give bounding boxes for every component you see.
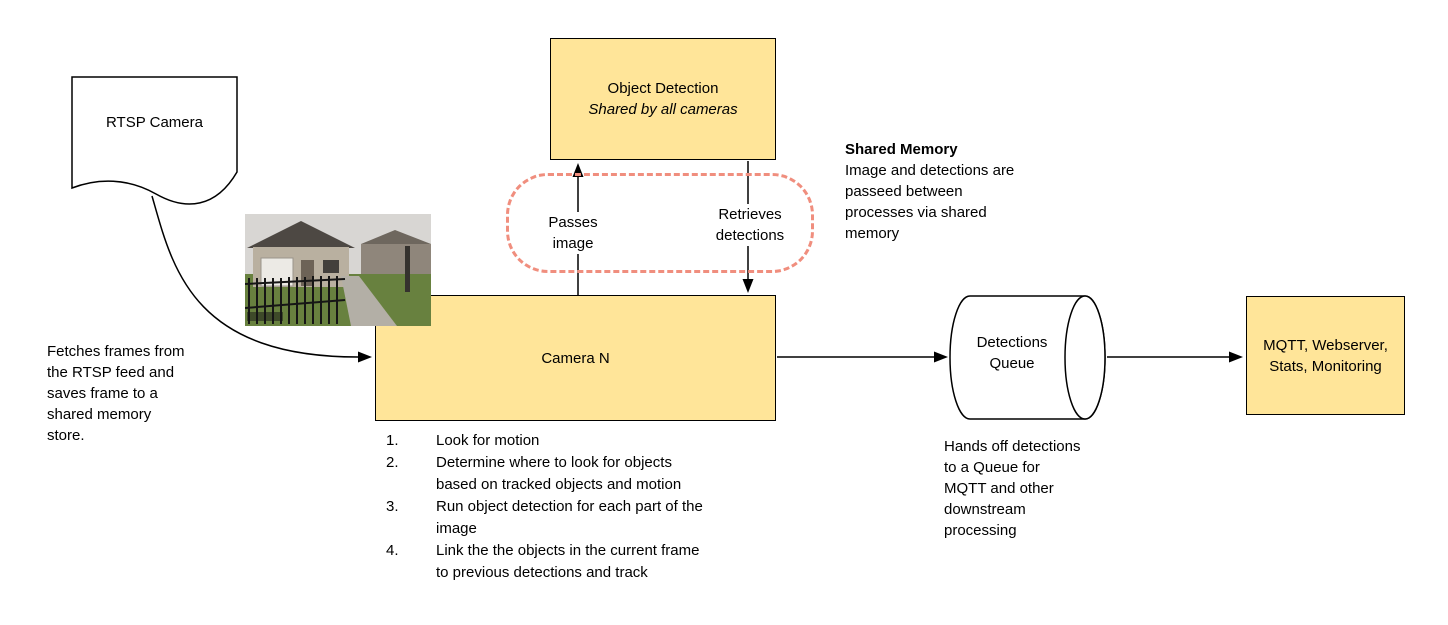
outputs-label: MQTT, Webserver, Stats, Monitoring — [1263, 336, 1388, 375]
step-text: Link the the objects in the current fram… — [436, 542, 700, 581]
detections-queue-label: Detections Queue — [976, 334, 1048, 372]
object-detection-title: Object Detection — [607, 80, 719, 97]
rtsp-document-shape — [71, 76, 238, 205]
step-text: Determine where to look for objects base… — [436, 454, 682, 493]
porch-post — [405, 246, 410, 292]
list-item: 2. Determine where to look for objects b… — [378, 452, 778, 496]
retrieves-detections-label: Retrieves detections — [705, 204, 795, 246]
outputs-node: MQTT, Webserver, Stats, Monitoring — [1246, 296, 1405, 415]
list-item: 3. Run object detection for each part of… — [378, 496, 778, 540]
step-number: 3. — [386, 498, 399, 515]
sidewalk — [341, 276, 397, 326]
object-detection-subtitle: Shared by all cameras — [588, 101, 738, 118]
shared-memory-note-body: Image and detections are passeed between… — [845, 162, 1015, 242]
shared-memory-region — [506, 173, 814, 273]
list-item: 1. Look for motion — [378, 430, 778, 452]
queue-handoff-note: Hands off detections to a Queue for MQTT… — [944, 438, 1081, 539]
fetch-frames-note: Fetches frames from the RTSP feed and sa… — [47, 343, 185, 444]
shared-memory-note: Shared Memory Image and detections are p… — [845, 139, 1070, 244]
house-window — [323, 260, 339, 273]
camera-steps-list: 1. Look for motion 2. Determine where to… — [378, 430, 778, 584]
step-text: Run object detection for each part of th… — [436, 498, 703, 537]
passes-image-label: Passes image — [533, 212, 613, 254]
object-detection-node: Object Detection Shared by all cameras — [550, 38, 776, 160]
step-number: 1. — [386, 432, 399, 449]
step-number: 2. — [386, 454, 399, 471]
arrowhead-camera-to-queue — [934, 351, 948, 363]
arrowhead-retrieves-detections — [742, 279, 754, 293]
camera-snapshot-scene — [244, 214, 431, 326]
queue-cylinder-cap — [1064, 295, 1106, 420]
camera-n-node: Camera N — [375, 295, 776, 421]
camera-n-label: Camera N — [541, 349, 610, 367]
arrowhead-queue-to-outputs — [1229, 351, 1243, 363]
step-number: 4. — [386, 542, 399, 559]
step-text: Look for motion — [436, 432, 540, 449]
timestamp-overlay — [247, 312, 283, 321]
house-roof — [247, 221, 355, 248]
camera-snapshot-image — [244, 214, 431, 326]
arrowhead-rtsp-to-camera — [358, 351, 372, 363]
shared-memory-note-title: Shared Memory — [845, 141, 958, 158]
list-item: 4. Link the the objects in the current f… — [378, 540, 778, 584]
arrow-rtsp-to-camera — [151, 195, 359, 358]
rtsp-camera-label: RTSP Camera — [106, 114, 203, 131]
